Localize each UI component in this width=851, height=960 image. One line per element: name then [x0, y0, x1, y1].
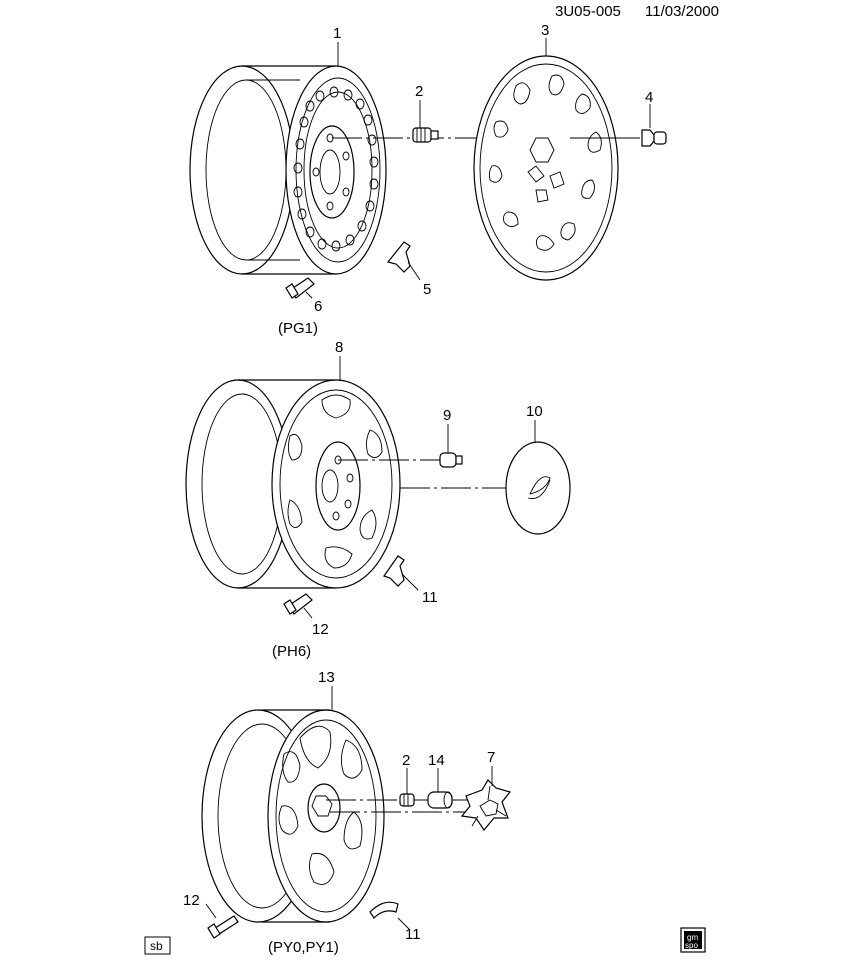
callout-2: 2	[415, 83, 423, 100]
caption-pg1: (PG1)	[278, 320, 318, 337]
callout-7: 7	[487, 749, 495, 766]
svg-text:spo: spo	[685, 941, 698, 950]
callout-5: 5	[423, 281, 431, 298]
caption-py: (PY0,PY1)	[268, 939, 339, 956]
callout-14: 14	[428, 752, 445, 769]
alloy-wheel-ph6	[185, 379, 401, 589]
callout-1: 1	[333, 25, 341, 42]
center-cap-py	[460, 779, 512, 832]
callout-3: 3	[541, 22, 549, 39]
callout-4: 4	[645, 89, 653, 106]
leaders-section-3	[205, 686, 493, 931]
callout-11-py: 11	[405, 926, 421, 943]
callout-8: 8	[335, 339, 343, 356]
callout-6: 6	[314, 298, 322, 315]
callout-9: 9	[443, 407, 451, 424]
center-cap-ph6	[505, 441, 571, 535]
wheel-cover	[473, 55, 619, 281]
lug-nut	[412, 127, 439, 143]
balance-weight	[386, 241, 411, 273]
lug-nut-ph6	[439, 452, 463, 468]
valve-stem	[285, 277, 315, 299]
callout-2-py: 2	[402, 752, 410, 769]
callout-10: 10	[526, 403, 543, 420]
leaders-section-2	[303, 356, 536, 619]
balance-weight-py	[369, 901, 399, 919]
callout-11-ph6: 11	[422, 589, 438, 606]
alloy-wheel-py-assembly	[201, 709, 512, 939]
alloy-wheel-ph6-assembly	[185, 379, 571, 615]
balance-weight-ph6	[383, 555, 405, 587]
hubcap-nut	[641, 129, 667, 147]
lug-nut-py	[399, 793, 415, 807]
svg-text:gm: gm	[687, 933, 698, 942]
callout-12-ph6: 12	[312, 621, 329, 638]
alloy-wheel-py	[201, 709, 385, 923]
leaders-section-1	[305, 38, 651, 299]
steel-wheel-assembly	[189, 55, 667, 299]
callout-13: 13	[318, 669, 335, 686]
valve-stem-ph6	[283, 593, 313, 615]
steel-wheel	[189, 65, 387, 275]
valve-stem-py	[207, 915, 239, 939]
drawing-date: 11/03/2000	[645, 3, 719, 20]
drawing-id: 3U05-005	[555, 3, 621, 20]
wheel-lock	[427, 791, 453, 809]
callout-12-py: 12	[183, 892, 200, 909]
svg-text:sb: sb	[150, 939, 163, 953]
caption-ph6: (PH6)	[272, 643, 311, 660]
sb-badge: sb	[144, 936, 171, 955]
gm-spo-logo: gm spo	[680, 927, 706, 953]
